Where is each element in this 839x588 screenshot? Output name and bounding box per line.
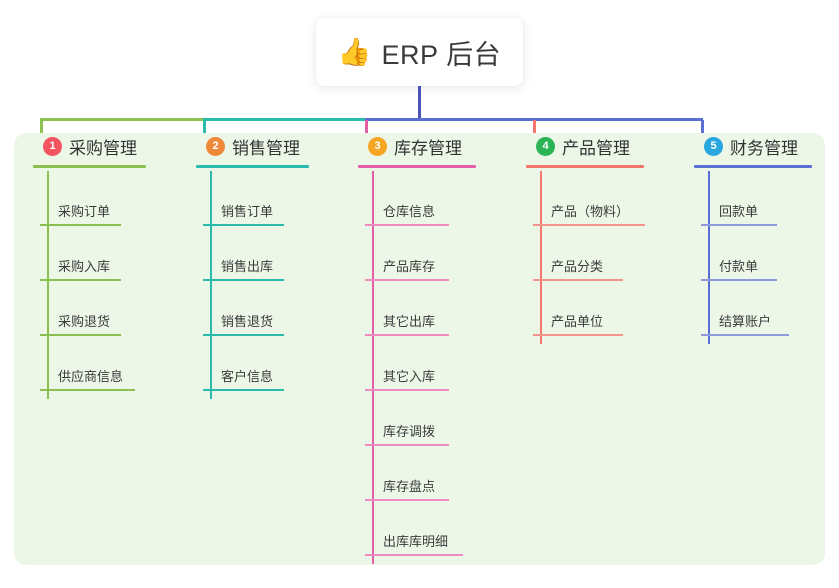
column-rule — [526, 165, 644, 168]
leaf-item-label: 产品（物料） — [551, 204, 630, 219]
column-number-badge: 5 — [704, 136, 723, 156]
column-title: 产品管理 — [562, 138, 630, 158]
column-rule — [358, 165, 476, 168]
leaf-item-rule — [365, 224, 449, 226]
leaf-item-rule — [203, 389, 284, 391]
column-rule — [694, 165, 812, 168]
column-采购管理: 1 采购管理采购订单采购入库采购退货供应商信息 — [33, 133, 146, 399]
leaf-item-rule — [365, 554, 463, 556]
column-header-财务管理[interactable]: 5 财务管理 — [694, 133, 812, 159]
leaf-item-rule — [533, 334, 623, 336]
connector-drop-5 — [701, 120, 704, 144]
leaf-item-label: 采购退货 — [58, 314, 111, 329]
column-库存管理: 3 库存管理仓库信息产品库存其它出库其它入库库存调拨库存盘点出库库明细 — [358, 133, 476, 564]
connector-bus-segment-1 — [40, 118, 205, 121]
column-rule — [196, 165, 309, 168]
column-number-badge: 1 — [43, 136, 62, 156]
leaf-item-rule — [533, 279, 623, 281]
column-title: 库存管理 — [394, 138, 462, 158]
leaf-item-label: 销售退货 — [221, 314, 274, 329]
connector-drop-2 — [203, 120, 206, 144]
leaf-item-rule — [533, 224, 645, 226]
column-trunk-line — [372, 171, 374, 564]
column-销售管理: 2 销售管理销售订单销售出库销售退货客户信息 — [196, 133, 309, 399]
root-node-title: ERP 后台 — [381, 39, 502, 70]
column-title: 销售管理 — [232, 138, 300, 158]
leaf-item-rule — [365, 499, 449, 501]
column-header-采购管理[interactable]: 1 采购管理 — [33, 133, 146, 159]
connector-drop-4 — [533, 120, 536, 144]
leaf-item-rule — [701, 224, 777, 226]
column-number-badge: 3 — [368, 136, 387, 156]
leaf-item-rule — [203, 279, 284, 281]
leaf-item-label: 销售出库 — [221, 259, 274, 274]
column-产品管理: 4 产品管理产品（物料） 产品分类产品单位 — [526, 133, 645, 344]
leaf-item-label: 付款单 — [719, 259, 759, 274]
leaf-item-rule — [365, 334, 449, 336]
leaf-item-rule — [365, 279, 449, 281]
leaf-item-rule — [701, 334, 789, 336]
leaf-item-label: 其它出库 — [383, 314, 436, 329]
leaf-item-label: 仓库信息 — [383, 204, 436, 219]
column-trunk-line — [47, 171, 49, 399]
leaf-item-rule — [365, 389, 449, 391]
leaf-item-label: 其它入库 — [383, 369, 436, 384]
column-trunk-line — [540, 171, 542, 344]
connector-stem — [418, 86, 421, 120]
leaf-item-label: 采购入库 — [58, 259, 111, 274]
column-trunk-line — [708, 171, 710, 344]
root-node-card[interactable]: 👍 ERP 后台 — [316, 18, 523, 86]
column-trunk-line — [210, 171, 212, 399]
leaf-item-label: 产品库存 — [383, 259, 436, 274]
leaf-item-label: 客户信息 — [221, 369, 274, 384]
leaf-item-rule — [40, 279, 121, 281]
column-header-库存管理[interactable]: 3 库存管理 — [358, 133, 476, 159]
thumbs-up-icon: 👍 — [337, 36, 372, 67]
leaf-item-rule — [40, 389, 135, 391]
column-header-产品管理[interactable]: 4 产品管理 — [526, 133, 644, 159]
leaf-item-label: 采购订单 — [58, 204, 111, 219]
leaf-item-label: 产品分类 — [551, 259, 604, 274]
leaf-item-rule — [203, 334, 284, 336]
leaf-item-label: 供应商信息 — [58, 369, 124, 384]
column-header-销售管理[interactable]: 2 销售管理 — [196, 133, 309, 159]
leaf-item-rule — [701, 279, 777, 281]
column-number-badge: 4 — [536, 136, 555, 156]
leaf-item-label: 产品单位 — [551, 314, 604, 329]
leaf-item-label: 销售订单 — [221, 204, 274, 219]
leaf-item-rule — [40, 224, 121, 226]
column-rule — [33, 165, 146, 168]
connector-drop-3 — [365, 120, 368, 144]
leaf-item-rule — [203, 224, 284, 226]
column-title: 采购管理 — [69, 138, 137, 158]
leaf-item-label: 出库库明细 — [383, 534, 449, 549]
mindmap-panel: 1 采购管理采购订单采购入库采购退货供应商信息 2 销售管理销售订单销售出库销售退货客… — [14, 133, 825, 565]
leaf-item-label: 库存盘点 — [383, 479, 436, 494]
connector-drop-1 — [40, 120, 43, 144]
leaf-item-label: 结算账户 — [719, 314, 772, 329]
column-number-badge: 2 — [206, 136, 225, 156]
column-财务管理: 5 财务管理回款单付款单结算账户 — [694, 133, 812, 344]
column-title: 财务管理 — [730, 138, 798, 158]
connector-bus-segment-2 — [203, 118, 367, 121]
leaf-item-label: 库存调拨 — [383, 424, 436, 439]
leaf-item-label: 回款单 — [719, 204, 759, 219]
connector-bus-segment-3 — [365, 118, 703, 121]
leaf-item-rule — [365, 444, 449, 446]
leaf-item-rule — [40, 334, 121, 336]
